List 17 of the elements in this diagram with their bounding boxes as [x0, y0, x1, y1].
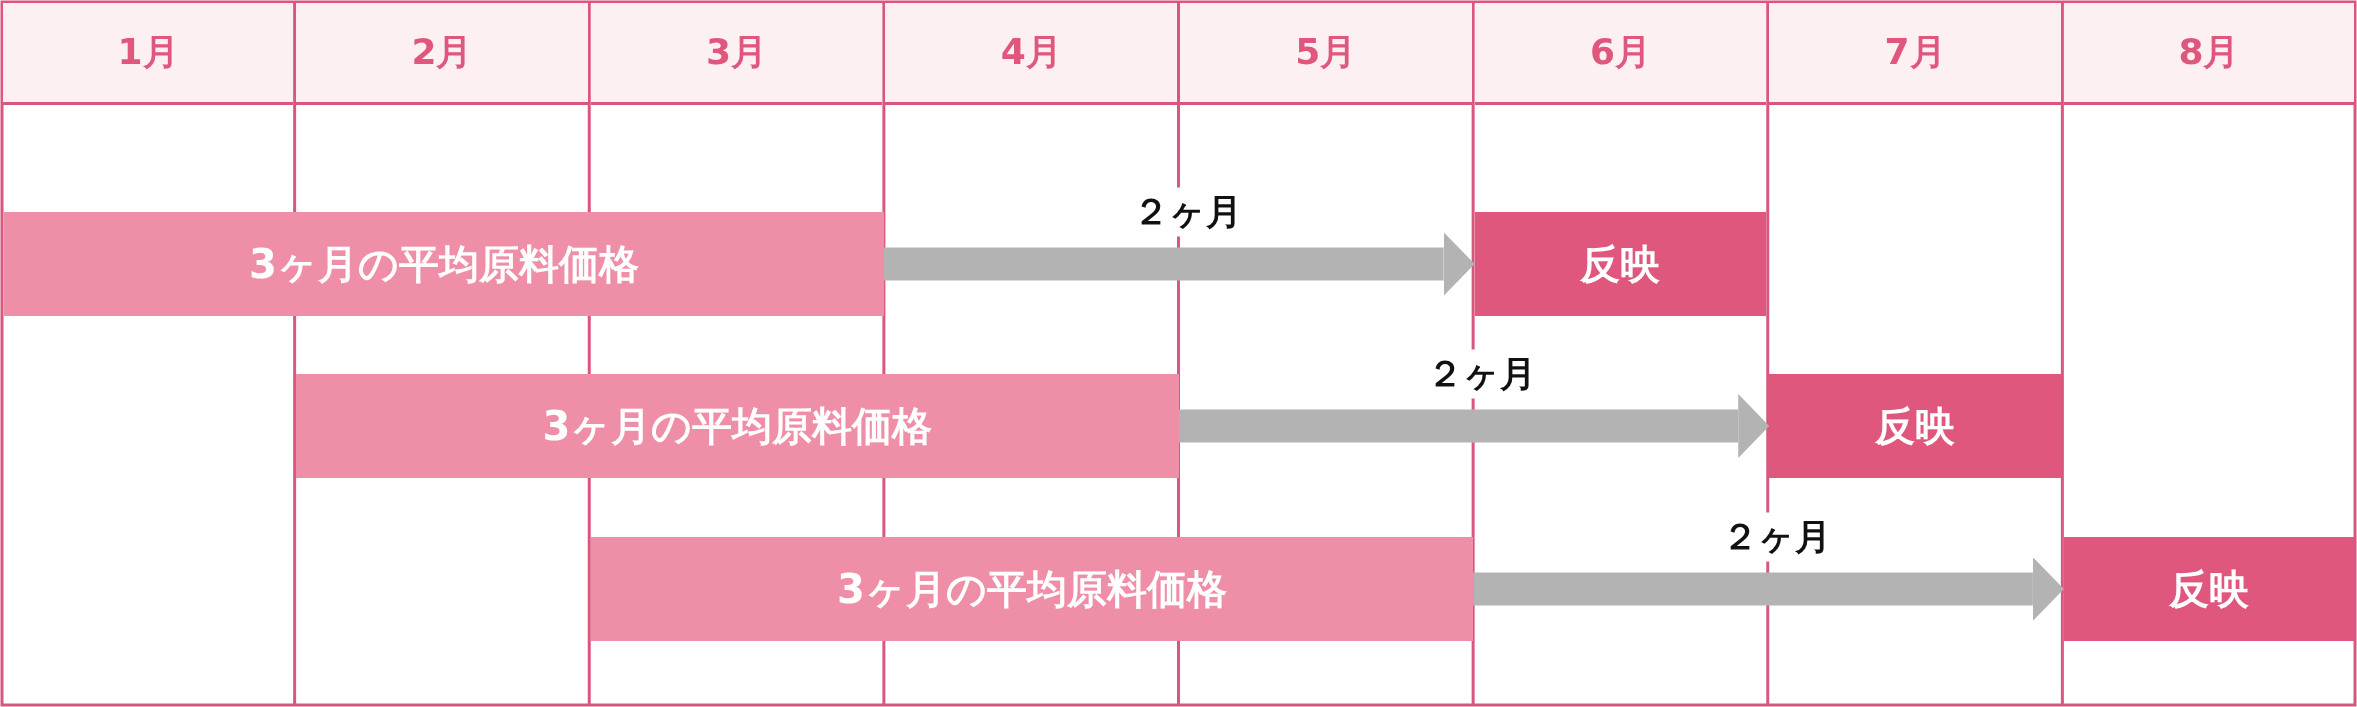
period-bar: 3ヶ月の平均原料価格: [590, 537, 1474, 641]
month-header-cell: 4月: [885, 3, 1177, 105]
reflect-box: 反映: [2063, 537, 2354, 641]
reflect-box: 反映: [1769, 374, 2061, 478]
month-header-cell: 8月: [2063, 3, 2354, 105]
period-bar: 3ヶ月の平均原料価格: [4, 212, 884, 316]
month-header-cell: 6月: [1474, 3, 1767, 105]
month-header-cell: 1月: [3, 3, 294, 105]
arrow: [883, 232, 1475, 296]
month-header-cell: 3月: [590, 3, 883, 105]
month-header-cell: 7月: [1769, 3, 2061, 105]
month-header-cell: 5月: [1180, 3, 1472, 105]
arrow: [1473, 557, 2064, 621]
month-header-cell: 2月: [296, 3, 588, 105]
period-bar: 3ヶ月の平均原料価格: [296, 374, 1179, 478]
reflect-box: 反映: [1474, 212, 1767, 316]
arrow: [1178, 394, 1770, 458]
